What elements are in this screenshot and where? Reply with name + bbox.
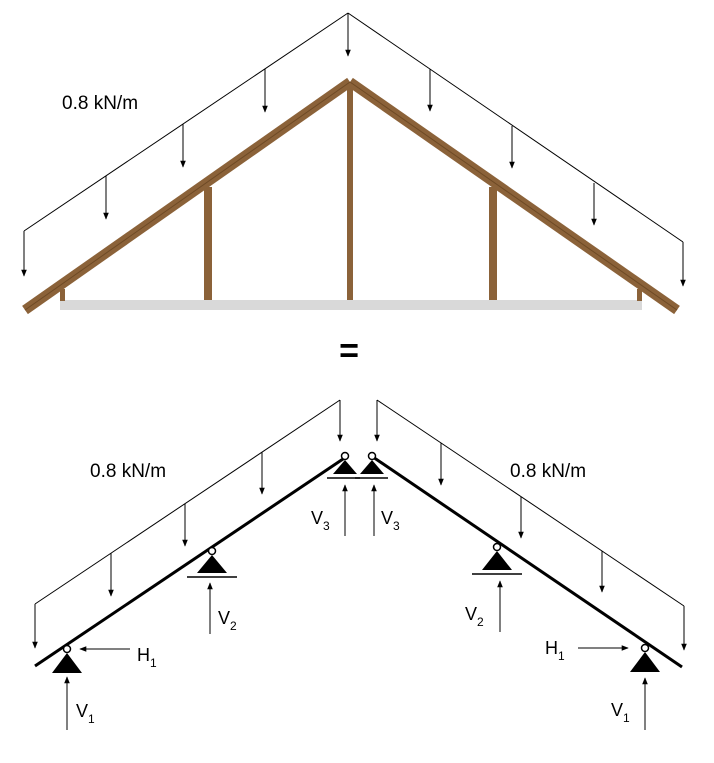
equals-sign: =	[339, 332, 359, 370]
top-roof: 0.8 kN/m	[21, 12, 686, 315]
load-line-right	[347, 12, 684, 243]
right-load-label: 0.8 kN/m	[510, 461, 586, 482]
rafter-beam-right	[369, 453, 683, 669]
roller-support-right-3	[355, 451, 388, 479]
top-load-label: 0.8 kN/m	[62, 93, 138, 114]
label-v1-right: V1	[611, 700, 630, 725]
ceiling-joist	[60, 300, 642, 310]
roller-support-right-2	[472, 542, 522, 575]
eave-post-right	[637, 289, 642, 301]
roller-support-left-2	[187, 546, 237, 578]
load-line-left	[23, 12, 349, 232]
load-line	[376, 399, 685, 607]
label-v1-left: V1	[76, 701, 95, 726]
load-line	[34, 399, 341, 605]
eave-post-left	[60, 289, 65, 301]
queen-post-left	[204, 187, 212, 300]
pin-support-right-1	[630, 643, 660, 672]
label-h1-right: H1	[545, 638, 565, 663]
rafter-beam-left	[34, 455, 347, 668]
top-distributed-load	[21, 12, 686, 287]
roller-support-left-3	[327, 451, 360, 479]
left-distributed-load	[32, 399, 343, 649]
label-v3-right: V3	[381, 508, 400, 533]
queen-post-right	[489, 187, 497, 300]
king-post	[347, 88, 353, 300]
label-h1-left: H1	[137, 645, 157, 670]
label-v3-left: V3	[311, 508, 330, 533]
left-rafter-model: 0.8 kN/m V1 H1 V2 V3	[32, 399, 360, 730]
label-v2-right: V2	[465, 604, 484, 629]
label-v2-left: V2	[218, 608, 237, 633]
right-rafter-model: 0.8 kN/m V3 V2 V1 H1	[355, 399, 687, 730]
right-distributed-load	[374, 399, 687, 651]
pin-support-left-1	[52, 644, 82, 673]
left-load-label: 0.8 kN/m	[90, 461, 166, 482]
